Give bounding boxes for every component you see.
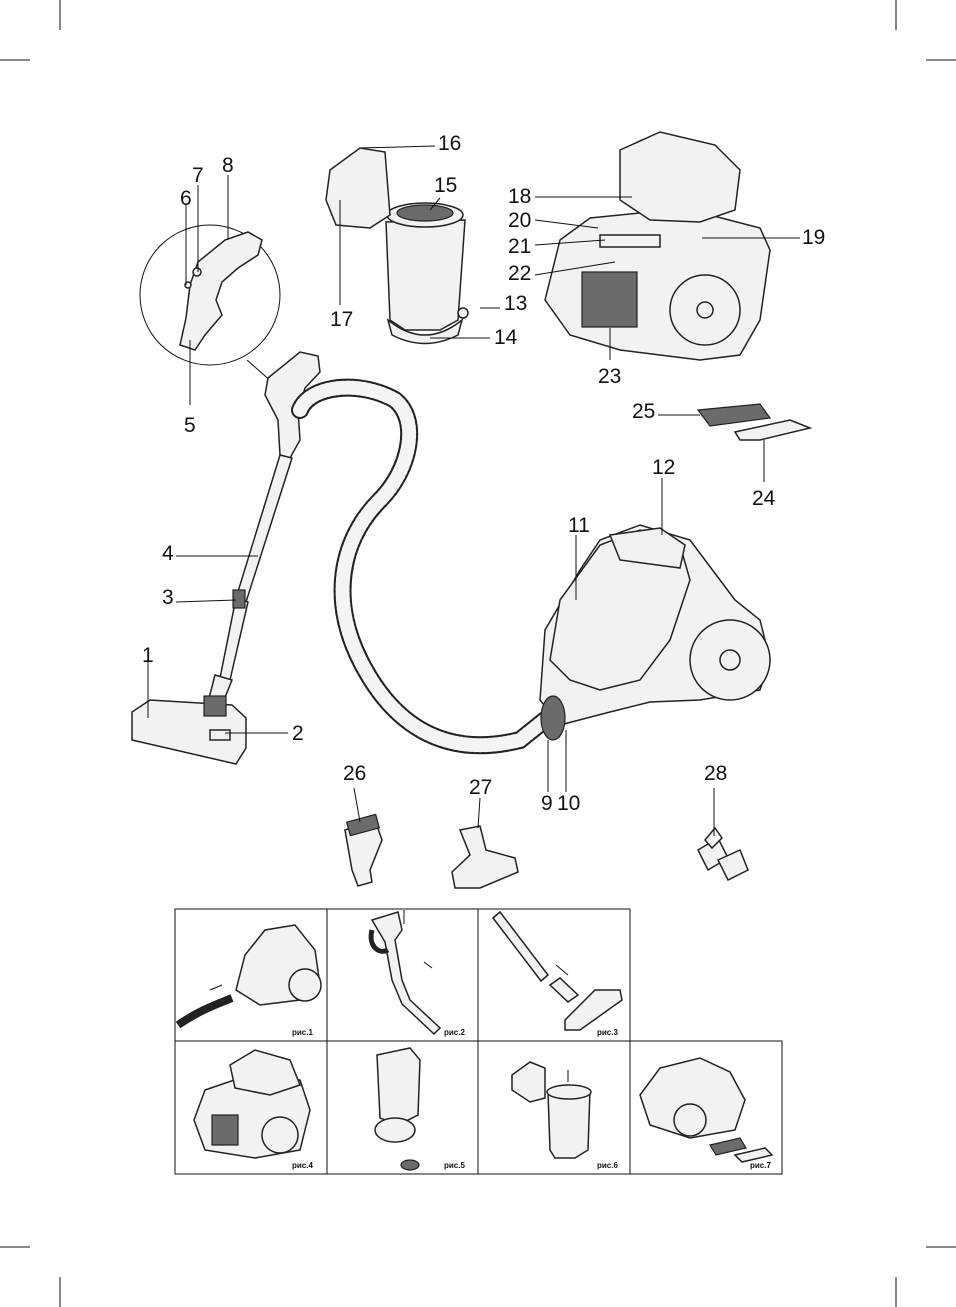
- callout-25: 25: [632, 400, 655, 423]
- callout-8: 8: [222, 154, 234, 177]
- callout-1: 1: [142, 644, 154, 667]
- figure-3-illustration: рис.3: [491, 910, 623, 1037]
- figure-7-illustration: рис.7: [639, 1057, 774, 1170]
- filter-illustration: [696, 403, 813, 441]
- figure-4-caption: рис.4: [292, 1161, 313, 1170]
- figure-grid: [174, 908, 783, 1175]
- callout-7: 7: [192, 164, 204, 187]
- callout-14: 14: [494, 326, 518, 349]
- dust-container-illustration: [325, 147, 469, 345]
- rear-body-illustration: [544, 131, 771, 361]
- callout-17: 17: [330, 308, 353, 331]
- figure-6-illustration: рис.6: [511, 1061, 618, 1170]
- callout-3: 3: [162, 586, 174, 609]
- callout-22: 22: [508, 262, 531, 285]
- handle-detail-illustration: [139, 224, 281, 383]
- figure-2-caption: рис.2: [444, 1028, 465, 1037]
- callout-9: 9: [541, 792, 553, 815]
- callout-6: 6: [180, 187, 192, 210]
- callout-21: 21: [508, 235, 531, 258]
- callout-2: 2: [292, 722, 304, 745]
- callout-10: 10: [557, 792, 580, 815]
- callout-24: 24: [752, 487, 776, 510]
- callout-15: 15: [434, 174, 457, 197]
- wand-and-brush-illustration: [131, 351, 321, 765]
- callout-19: 19: [802, 226, 825, 249]
- callout-27: 27: [469, 776, 492, 799]
- figure-5-illustration: рис.5: [374, 1047, 465, 1171]
- callout-13: 13: [504, 292, 527, 315]
- figure-1-illustration: рис.1: [175, 924, 322, 1037]
- callout-11: 11: [568, 514, 590, 537]
- callout-12: 12: [652, 456, 675, 479]
- callout-23: 23: [598, 365, 621, 388]
- figure-3-caption: рис.3: [597, 1028, 618, 1037]
- figure-5-caption: рис.5: [444, 1161, 465, 1170]
- callout-16: 16: [438, 132, 461, 155]
- vacuum-body-illustration: [539, 524, 771, 741]
- spare-filter-illustration: [697, 826, 749, 882]
- upholstery-nozzle-illustration: [451, 825, 519, 889]
- callout-26: 26: [343, 762, 366, 785]
- figure-4-illustration: рис.4: [193, 1049, 313, 1170]
- figure-1-caption: рис.1: [292, 1028, 313, 1037]
- callout-28: 28: [704, 762, 727, 785]
- callout-5: 5: [184, 414, 196, 437]
- hose-illustration: [291, 378, 554, 755]
- callout-numbers: 1 2 3 4 5 6 7 8 9 10 11 12 13 14 15 16 1…: [142, 132, 825, 815]
- figure-2-illustration: рис.2: [368, 910, 465, 1037]
- figure-6-caption: рис.6: [597, 1161, 618, 1170]
- callout-4: 4: [162, 542, 174, 565]
- callout-18: 18: [508, 185, 531, 208]
- figure-7-caption: рис.7: [750, 1161, 771, 1170]
- crevice-brush-illustration: [344, 813, 383, 887]
- callout-20: 20: [508, 209, 531, 232]
- leader-lines: [147, 145, 800, 836]
